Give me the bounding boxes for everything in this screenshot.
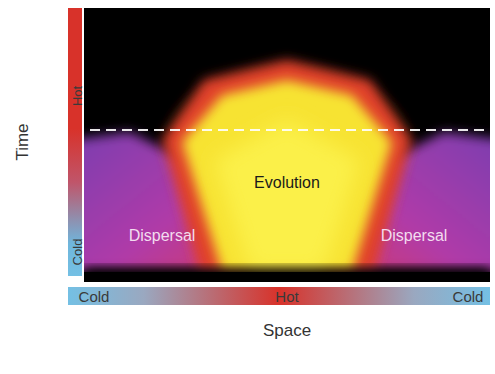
threshold-line [90,129,486,131]
base-shadow [84,268,490,274]
scale-label: Hot [70,86,83,106]
time-color-bar: HotCold [68,8,82,276]
region-label: Evolution [254,175,320,191]
axis-title: Time [14,123,31,160]
scale-label: Hot [275,289,298,304]
scale-label: Cold [79,289,110,304]
scale-label: Cold [70,239,83,266]
evolution-core [214,120,360,272]
warm-fringe [162,60,412,272]
base-strip [84,272,490,282]
space-color-bar: Cold Hot Cold [68,287,490,305]
evolution-region [182,80,392,272]
scale-label: Cold [453,289,484,304]
region-label: Dispersal [381,228,448,244]
region-label: Dispersal [129,228,196,244]
axis-title: Space [263,322,311,339]
